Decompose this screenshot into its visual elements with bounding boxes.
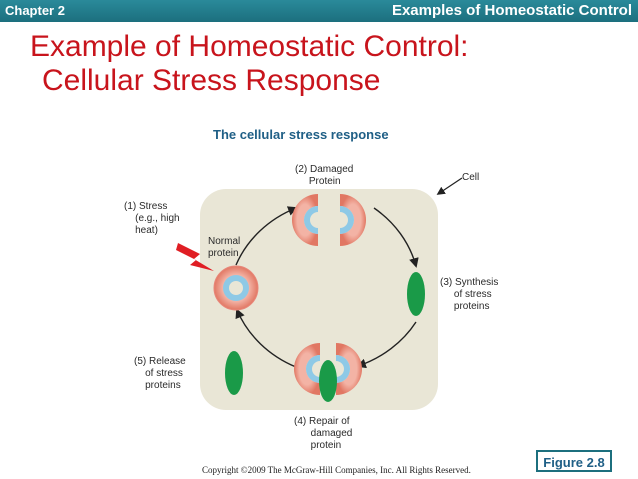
arrow-repair-to-normal — [235, 308, 297, 368]
label-stress: (1) Stress (e.g., high heat) — [124, 201, 180, 236]
normal-protein — [213, 265, 259, 311]
stress-protein-repair — [319, 360, 337, 402]
stress-protein-synthesized — [407, 272, 425, 316]
damaged-protein — [292, 194, 366, 246]
figure-tag: Figure 2.8 — [536, 450, 612, 472]
slide-title: Example of Homeostatic Control: Cellular… — [30, 30, 469, 98]
stress-protein-released — [225, 351, 243, 395]
slide-title-line-1: Example of Homeostatic Control: — [30, 30, 469, 63]
chapter-label: Chapter 2 — [5, 3, 65, 18]
cell-body — [200, 189, 438, 410]
label-normal-protein: Normal protein — [208, 236, 241, 259]
label-release: (5) Release of stress proteins — [134, 356, 186, 391]
arrow-damage-to-synthesis — [373, 207, 419, 268]
label-repair: (4) Repair of damaged protein — [294, 416, 353, 451]
repairing-protein — [294, 343, 362, 395]
header-bar: Chapter 2 Examples of Homeostatic Contro… — [0, 0, 638, 22]
lightning-icon — [176, 243, 214, 271]
arrow-stress-to-damage — [235, 206, 298, 266]
label-cell: Cell — [462, 172, 480, 183]
arrow-synthesis-to-repair — [356, 321, 417, 369]
label-synthesis: (3) Synthesis of stress proteins — [440, 277, 499, 312]
label-damaged-protein: (2) Damaged Protein — [295, 164, 354, 187]
cell-pointer-line — [436, 177, 463, 195]
section-title: Examples of Homeostatic Control — [391, 2, 632, 19]
copyright-notice: Copyright ©2009 The McGraw-Hill Companie… — [202, 465, 471, 475]
slide-title-line-2: Cellular Stress Response — [42, 64, 381, 97]
figure-heading: The cellular stress response — [213, 127, 389, 142]
